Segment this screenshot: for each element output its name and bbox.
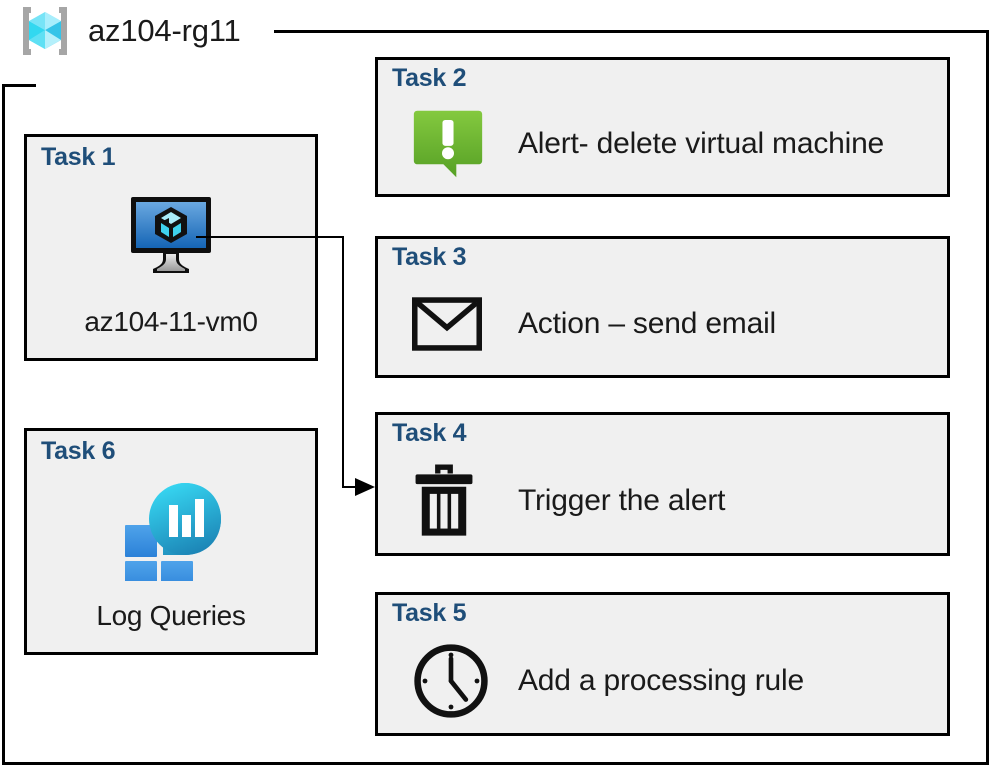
task-3-row: Action – send email <box>412 279 937 369</box>
envelope-icon <box>412 297 496 351</box>
arrowhead-right-icon <box>355 478 375 496</box>
frame-top-left-stub <box>2 84 36 87</box>
task-4-box[interactable]: Task 4 Trigger the alert <box>375 412 950 556</box>
connector-segment-vertical <box>342 236 344 487</box>
task-6-icon-wrap <box>27 481 315 593</box>
trash-delete-icon <box>412 462 496 540</box>
frame-bottom-line <box>2 762 989 765</box>
task-2-label: Alert- delete virtual machine <box>518 127 885 160</box>
task-3-box[interactable]: Task 3 Action – send email <box>375 236 950 378</box>
resource-group-header: az104-rg11 <box>14 2 241 60</box>
task-2-title: Task 2 <box>392 64 467 92</box>
task-5-box[interactable]: Task 5 Add a processing rule <box>375 592 950 736</box>
task-3-title: Task 3 <box>392 243 467 271</box>
alert-exclamation-bubble-icon <box>412 107 496 181</box>
azure-log-analytics-icon <box>119 481 223 593</box>
task-3-label: Action – send email <box>518 307 777 340</box>
task-2-row: Alert- delete virtual machine <box>412 100 937 188</box>
task-6-caption: Log Queries <box>96 600 246 631</box>
task-1-caption: az104-11-vm0 <box>84 306 258 337</box>
task-5-label: Add a processing rule <box>518 664 804 697</box>
frame-left-line <box>2 84 5 764</box>
frame-right-line <box>986 30 989 765</box>
task-1-title: Task 1 <box>41 143 116 171</box>
frame-top-right-line <box>274 30 989 33</box>
task-2-box[interactable]: Task 2 Alert- delete virtual machine <box>375 57 950 197</box>
azure-resource-group-icon <box>14 3 76 59</box>
connector-segment-horizontal-top <box>196 236 344 238</box>
task-5-row: Add a processing rule <box>412 635 937 727</box>
task-4-label: Trigger the alert <box>518 484 726 517</box>
azure-virtual-machine-icon <box>123 193 219 280</box>
task-1-box[interactable]: Task 1 <box>24 134 318 361</box>
connector-segment-horizontal-bottom <box>342 486 367 488</box>
task-1-icon-wrap <box>27 193 315 280</box>
resource-group-label: az104-rg11 <box>88 13 241 48</box>
task-6-title: Task 6 <box>41 437 116 465</box>
task-4-title: Task 4 <box>392 419 467 447</box>
clock-icon <box>412 642 496 720</box>
task-6-box[interactable]: Task 6 <box>24 428 318 655</box>
task-4-row: Trigger the alert <box>412 455 937 547</box>
task-5-title: Task 5 <box>392 599 467 627</box>
